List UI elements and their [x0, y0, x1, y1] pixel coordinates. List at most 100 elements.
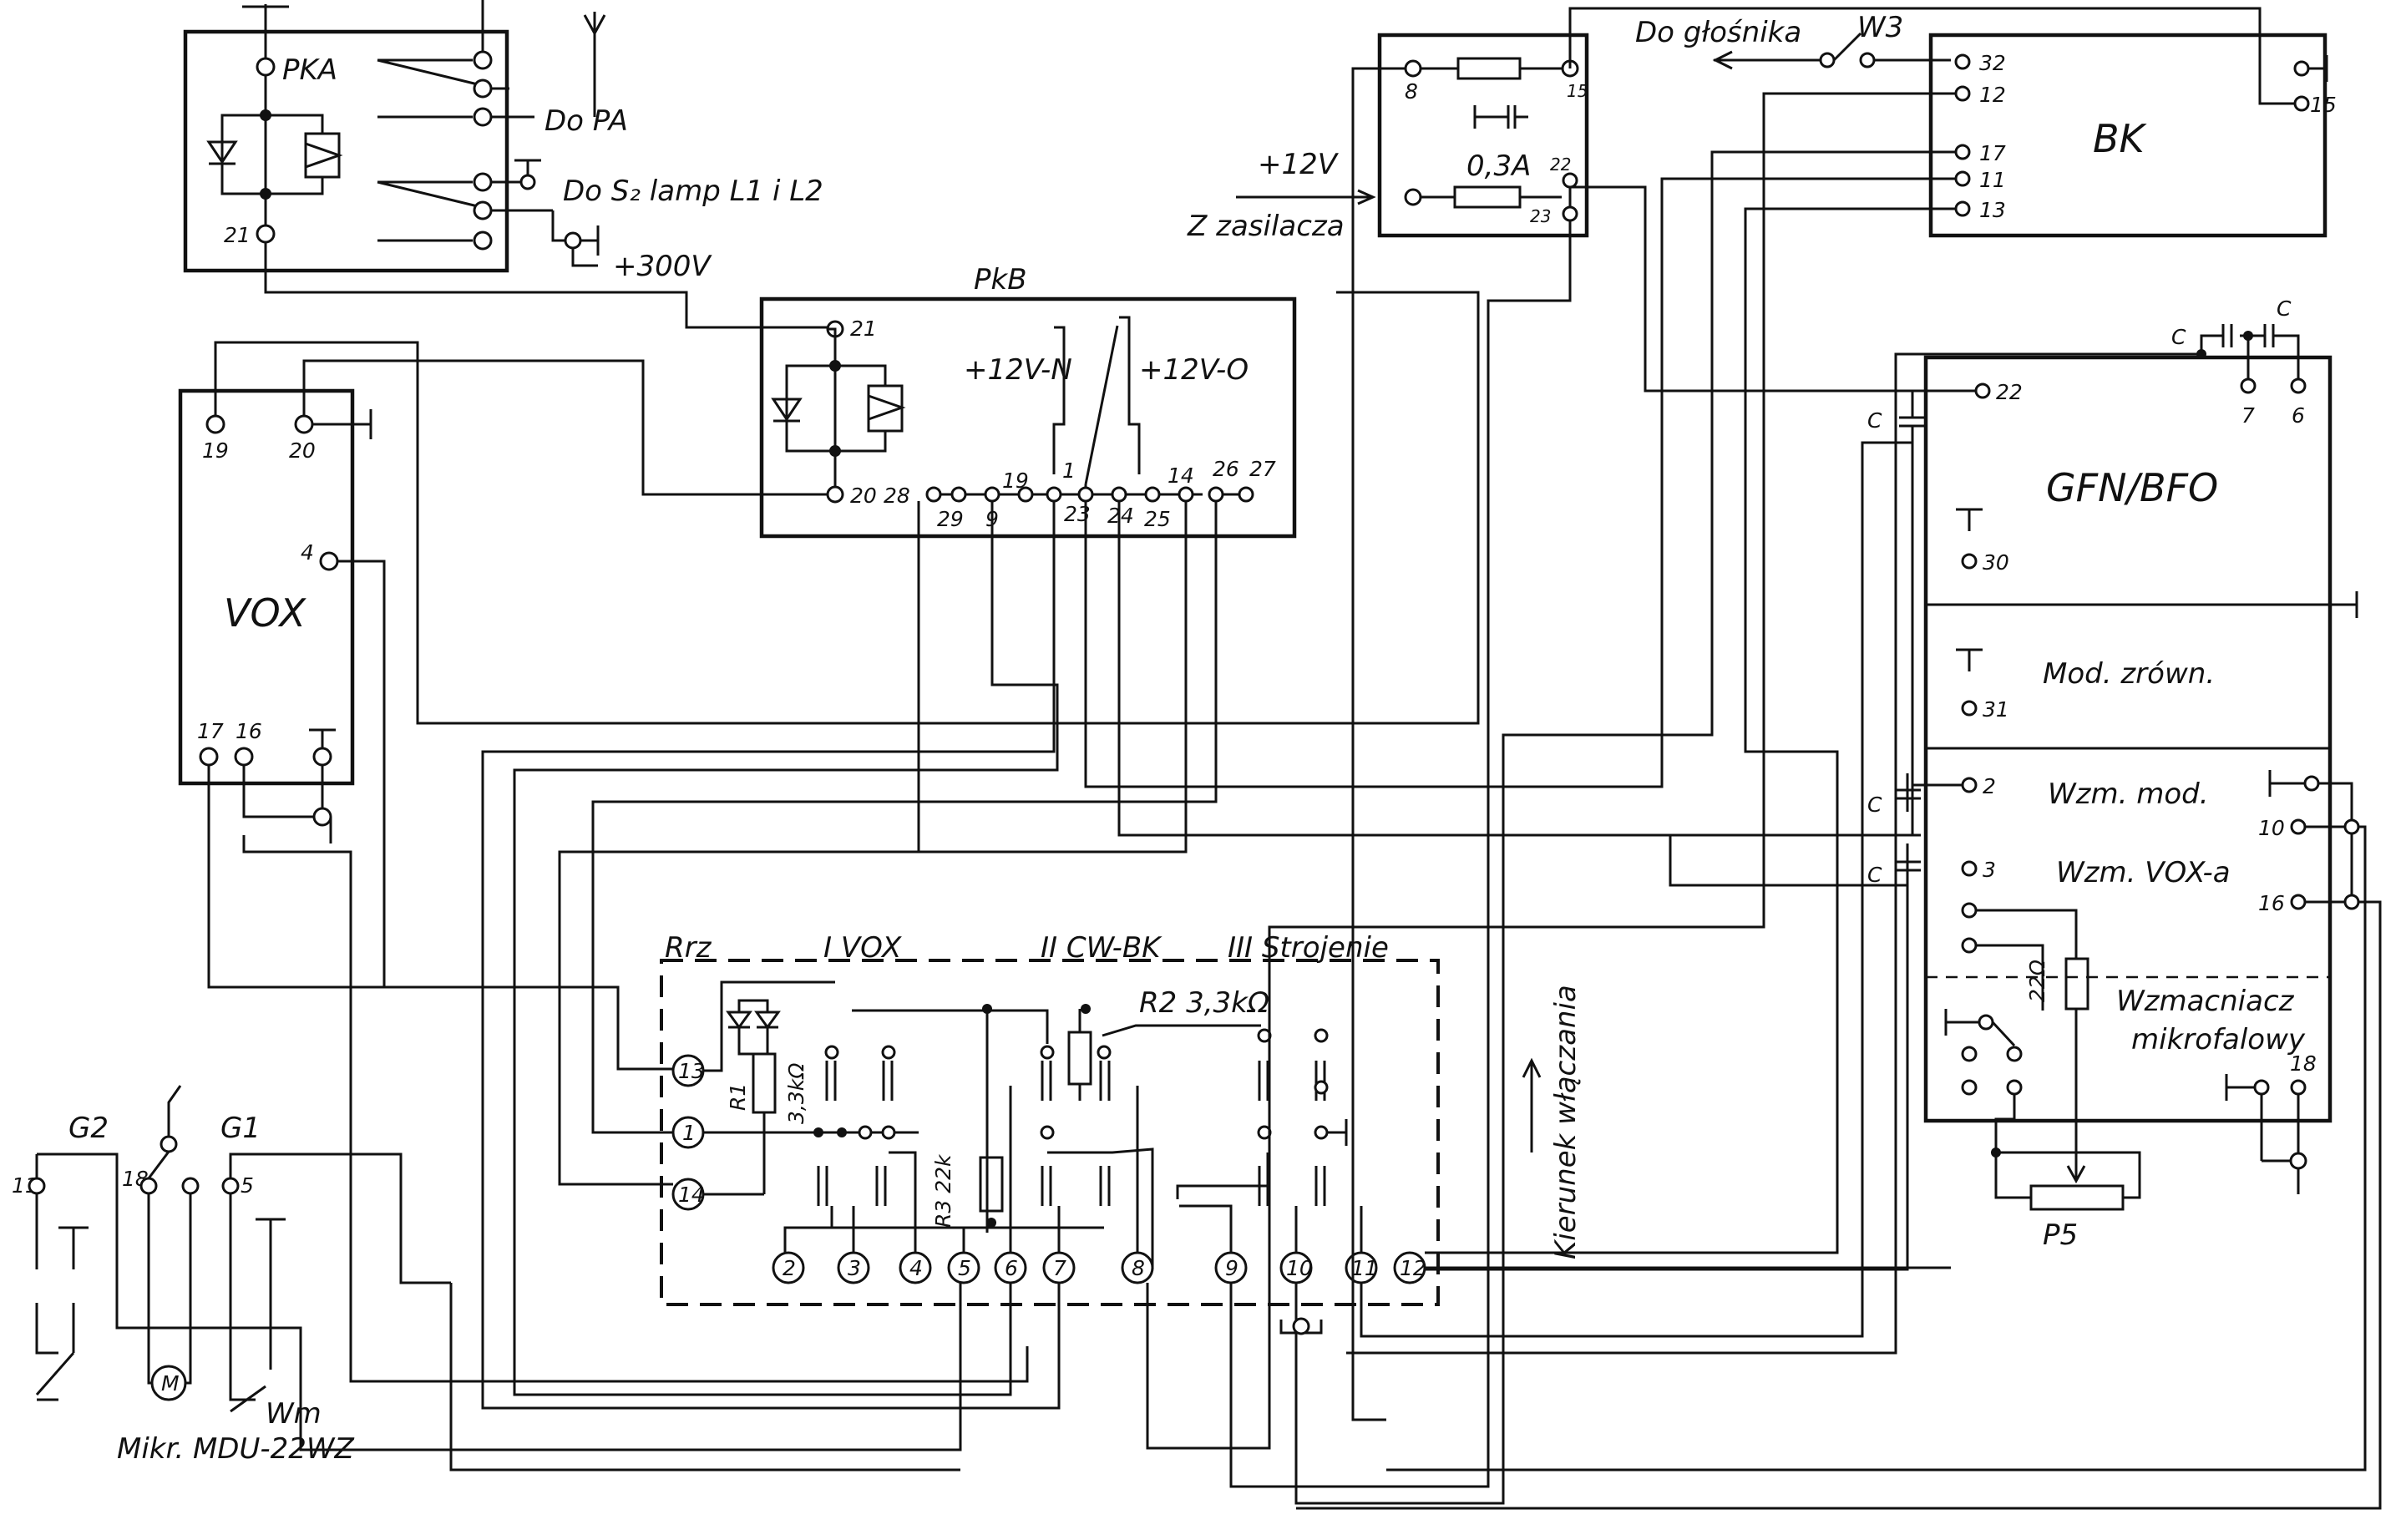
unit-pin-10: 10: [2258, 816, 2285, 840]
header-cw-bk: II CW-BK: [1041, 931, 1162, 965]
bk-pin-17: 17: [1979, 141, 2006, 165]
unit-pin-22: 22: [1996, 380, 2023, 404]
unit-pin-7: 7: [2241, 403, 2255, 428]
psu-pin-8: 8: [1405, 79, 1418, 104]
pkb-relay-block: PkB 21 20 +12V-N +12V-O: [759, 263, 1297, 539]
psu-supply: +12V: [1258, 148, 1340, 181]
cap-c-5: C: [1867, 863, 1882, 887]
psu-pin-15: 15: [1567, 81, 1588, 101]
pka-pin-21: 21: [224, 223, 251, 247]
bk-pin-32: 32: [1979, 51, 2006, 75]
pka-label: PKA: [282, 53, 337, 87]
power-block: 8 15 0,3A 22 23 +12V Z zasilacza Do głoś…: [1187, 11, 1951, 243]
pka-hv: +300V: [613, 250, 712, 283]
direction-label: Kierunek włączania: [1549, 985, 1583, 1259]
unit-pin-2: 2: [1983, 774, 1996, 798]
pkb-pin-14: 14: [1168, 464, 1194, 488]
pkb-pin-19: 19: [1002, 469, 1029, 493]
cap-c-4: C: [1867, 793, 1882, 817]
mic-pin-5: 5: [241, 1173, 254, 1198]
header-vox: I VOX: [823, 931, 902, 965]
panel-term-10: 10: [1286, 1256, 1313, 1280]
switch-panel: Rrz I VOX II CW-BK III Strojenie 13 1 14…: [660, 931, 1951, 1306]
cap-c-3: C: [2277, 296, 2292, 321]
panel-term-7: 7: [1053, 1256, 1066, 1280]
bk-pin-12: 12: [1979, 83, 2006, 107]
panel-term-14: 14: [678, 1183, 705, 1207]
switch-contacts: [817, 1061, 1326, 1206]
vox-pin-16: 16: [236, 719, 262, 743]
pkb-pin-24: 24: [1107, 504, 1134, 528]
bk-pin-13: 13: [1979, 198, 2006, 222]
pkb-pin-21: 21: [850, 317, 877, 341]
resistor-r2: R2 3,3kΩ: [1139, 986, 1269, 1020]
pkb-pin-28: 28: [884, 484, 910, 508]
bk-label: BK: [2093, 116, 2148, 161]
section-mic-amp-2: mikrofalowy: [2131, 1023, 2306, 1056]
mic-g2: G2: [68, 1112, 109, 1145]
header-strojenie: III Strojenie: [1228, 931, 1389, 965]
pkb-pin-26: 26: [1213, 457, 1239, 481]
psu-supply-from: Z zasilacza: [1187, 210, 1345, 243]
section-wzm-vox: Wzm. VOX-a: [2056, 856, 2231, 889]
section-wzm-mod: Wzm. mod.: [2048, 778, 2209, 811]
bk-block: BK 32 12 17 11 13 15: [1928, 33, 2337, 238]
resistor-r1-value: 3,3kΩ: [784, 1063, 808, 1124]
unit-pin-18: 18: [2290, 1051, 2317, 1076]
section-mod-zrown: Mod. zrówn.: [2043, 657, 2215, 691]
bk-pin-15: 15: [2310, 93, 2337, 117]
pkb-pin-25: 25: [1144, 507, 1171, 531]
panel-term-12: 12: [1400, 1256, 1426, 1280]
mic-motor: M: [161, 1371, 180, 1396]
pka-out-pa: Do PA: [545, 104, 628, 138]
pka-relay-block: PKA 21 Do PA: [183, 0, 823, 283]
mic-wm: Wm: [266, 1397, 322, 1431]
pkb-supply-o: +12V-O: [1139, 353, 1249, 387]
vox-pin-20: 20: [289, 438, 316, 463]
resistor-22-ohm: 22Ω: [2025, 960, 2049, 1002]
panel-term-9: 9: [1225, 1256, 1238, 1280]
microphone-block: G2 G1 11 18 5 M Wm Mikr. MDU-22W: [12, 1085, 451, 1466]
pot-p5: P5: [2043, 1218, 2078, 1252]
section-mic-amp-1: Wzmacniacz: [2116, 985, 2295, 1018]
psu-speaker: Do głośnika: [1635, 16, 1801, 49]
pkb-pin-29: 29: [937, 507, 964, 531]
right-unit-block: GFN/BFO Mod. zrówn. Wzm. mod. Wzm. VOX-a…: [1867, 296, 2358, 1252]
bk-pin-11: 11: [1979, 168, 2006, 192]
unit-pin-30: 30: [1983, 550, 2009, 575]
panel-term-1: 1: [682, 1121, 696, 1145]
panel-term-6: 6: [1005, 1256, 1018, 1280]
panel-term-4: 4: [909, 1256, 923, 1280]
pkb-label: PkB: [974, 263, 1027, 296]
unit-pin-16: 16: [2258, 891, 2285, 915]
interconnect-wiring: [115, 7, 2382, 1510]
section-gfn-bfo: GFN/BFO: [2046, 465, 2218, 510]
vox-block: 19 20 4 VOX 17 16: [178, 388, 372, 843]
header-rrz: Rrz: [665, 931, 712, 965]
vox-pin-17: 17: [197, 719, 224, 743]
psu-pin-22: 22: [1550, 155, 1571, 175]
pkb-pin-1: 1: [1062, 458, 1076, 483]
resistor-r3: R3 22k: [931, 1153, 955, 1228]
psu-pin-23: 23: [1530, 206, 1551, 226]
pka-out-lamp: Do S₂ lamp L1 i L2: [563, 175, 823, 208]
unit-pin-6: 6: [2292, 403, 2305, 428]
panel-term-8: 8: [1132, 1256, 1145, 1280]
psu-switch-w3: W3: [1857, 11, 1903, 44]
panel-term-2: 2: [783, 1256, 796, 1280]
panel-term-13: 13: [678, 1059, 705, 1083]
panel-term-11: 11: [1351, 1256, 1378, 1280]
mic-g1: G1: [220, 1112, 261, 1145]
cap-c-2: C: [2171, 325, 2186, 349]
unit-pin-31: 31: [1983, 697, 2009, 722]
vox-pin-4: 4: [301, 540, 314, 565]
resistor-r1: R1: [726, 1083, 750, 1111]
panel-term-5: 5: [958, 1256, 971, 1280]
pkb-pin-27: 27: [1249, 457, 1276, 481]
vox-label: VOX: [224, 590, 306, 636]
panel-term-3: 3: [848, 1256, 861, 1280]
pkb-supply-n: +12V-N: [964, 353, 1072, 387]
pkb-pin-20: 20: [850, 484, 877, 508]
cap-c-1: C: [1867, 408, 1882, 433]
